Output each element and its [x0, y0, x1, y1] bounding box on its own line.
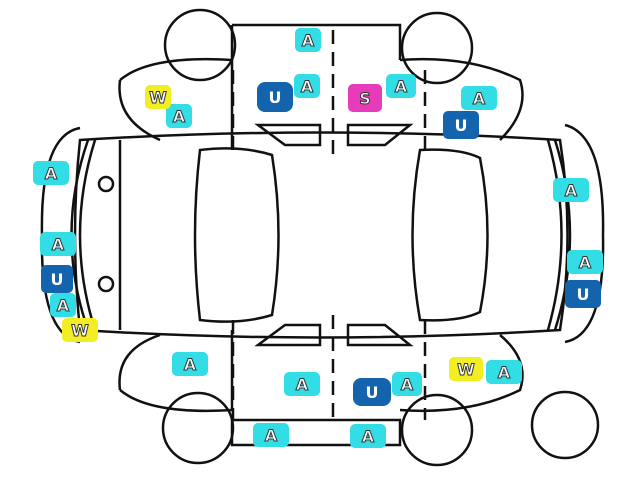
damage-mark-u[interactable]: U: [353, 378, 391, 406]
damage-mark-w[interactable]: W: [449, 357, 483, 381]
damage-mark-a[interactable]: A: [553, 178, 589, 202]
damage-mark-a[interactable]: A: [253, 423, 289, 447]
damage-mark-a[interactable]: A: [50, 293, 76, 317]
damage-mark-a[interactable]: A: [392, 372, 422, 396]
damage-mark-s[interactable]: S: [348, 84, 382, 112]
damage-mark-w[interactable]: W: [62, 318, 98, 342]
damage-mark-w[interactable]: W: [145, 85, 171, 109]
damage-mark-a[interactable]: A: [386, 74, 416, 98]
damage-mark-a[interactable]: A: [461, 86, 497, 110]
damage-mark-a[interactable]: A: [350, 424, 386, 448]
damage-mark-a[interactable]: A: [295, 28, 321, 52]
damage-mark-u[interactable]: U: [443, 111, 479, 139]
damage-mark-u[interactable]: U: [257, 82, 293, 112]
damage-mark-a[interactable]: A: [567, 250, 603, 274]
damage-mark-a[interactable]: A: [172, 352, 208, 376]
damage-mark-a[interactable]: A: [166, 104, 192, 128]
damage-mark-a[interactable]: A: [284, 372, 320, 396]
damage-mark-a[interactable]: A: [486, 360, 522, 384]
damage-mark-a[interactable]: A: [294, 74, 320, 98]
damage-mark-a[interactable]: A: [40, 232, 76, 256]
damage-mark-u[interactable]: U: [41, 265, 73, 293]
damage-mark-u[interactable]: U: [565, 280, 601, 308]
damage-mark-a[interactable]: A: [33, 161, 69, 185]
